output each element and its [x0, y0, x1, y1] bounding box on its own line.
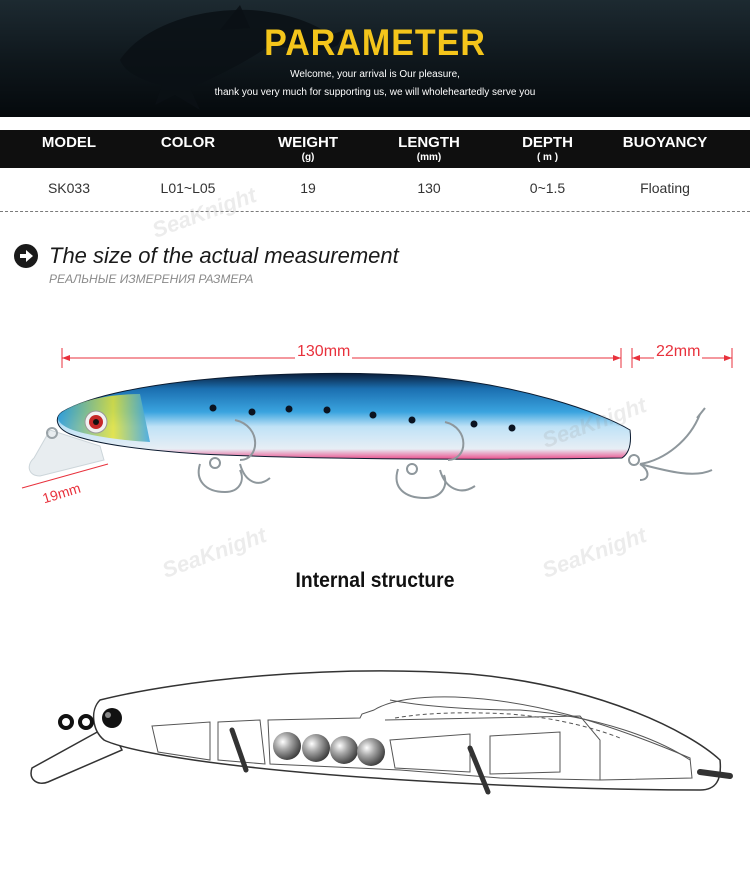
- column-header-depth: DEPTH ( m ): [522, 134, 573, 163]
- page-title: PARAMETER: [264, 22, 486, 64]
- hook-hanger-rear: [467, 745, 491, 795]
- dimension-19mm: [21, 463, 109, 489]
- weight-balls: [273, 732, 385, 766]
- arrow-right-icon: [14, 244, 38, 268]
- lure-spots: [209, 404, 516, 432]
- label-130mm: 130mm: [295, 343, 353, 361]
- line-tie-wire: [58, 714, 94, 730]
- cell-length: 130: [417, 180, 441, 196]
- lure-body: [56, 372, 631, 460]
- internal-structure-diagram: [30, 670, 733, 795]
- tail-eye-wire: [697, 769, 733, 779]
- column-header-color: COLOR: [160, 134, 216, 151]
- belly-hook-rear: [395, 421, 476, 500]
- column-header-length: LENGTH (mm): [398, 134, 460, 163]
- cell-buoyancy: Floating: [640, 180, 690, 196]
- measurement-heading: The size of the actual measurement: [49, 243, 399, 268]
- label-22mm: 22mm: [654, 343, 703, 361]
- rattle-ball: [102, 708, 122, 728]
- spec-table-header: MODEL COLOR WEIGHT (g) LENGTH (mm) DEPTH…: [0, 130, 750, 168]
- cell-color: L01~L05: [160, 180, 216, 196]
- measurement-subheading: РЕАЛЬНЫЕ ИЗМЕРЕНИЯ РАЗМЕРА: [49, 272, 254, 286]
- thanks-text: thank you very much for supporting us, w…: [214, 87, 536, 98]
- tail-hook: [628, 407, 713, 481]
- internal-structure-heading: Internal structure: [295, 569, 455, 592]
- lure-photo: [21, 348, 733, 500]
- line-tie-ring: [46, 427, 58, 439]
- column-header-buoyancy: BUOYANCY: [622, 134, 708, 151]
- lure-lip: [28, 429, 105, 477]
- belly-hook-front: [197, 419, 271, 494]
- table-divider: [0, 211, 750, 212]
- hook-hanger-front: [229, 727, 249, 773]
- cell-depth: 0~1.5: [529, 180, 566, 196]
- structure-body: [92, 670, 722, 791]
- cell-weight: 19: [300, 180, 316, 196]
- column-header-model: MODEL: [41, 134, 97, 151]
- cell-model: SK033: [47, 180, 91, 196]
- parameter-banner: PARAMETER Welcome, your arrival is Our p…: [0, 0, 750, 117]
- dolphin-silhouette: [120, 5, 345, 110]
- column-header-weight: WEIGHT (g): [278, 134, 338, 163]
- welcome-text: Welcome, your arrival is Our pleasure,: [290, 69, 460, 80]
- structure-lip: [30, 723, 124, 784]
